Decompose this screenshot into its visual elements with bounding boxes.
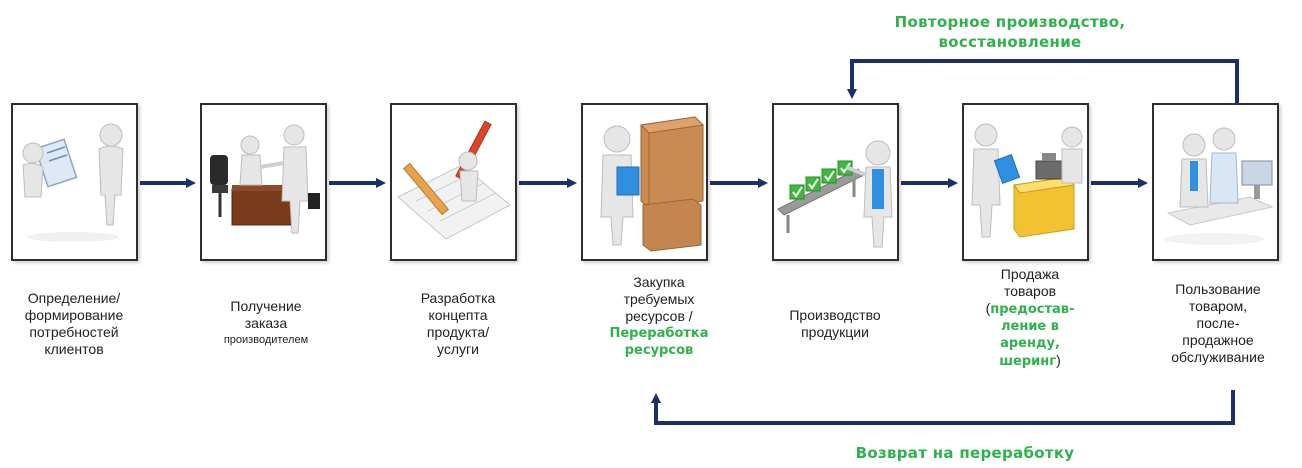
top-loop-arrow (847, 59, 1239, 103)
caption-line: продукции (801, 324, 869, 340)
caption-line-green: шеринг (999, 354, 1057, 369)
caption-line: после- (1196, 315, 1240, 331)
stage-5-caption: Производство продукции (750, 307, 920, 341)
caption-line-green: аренду, (1000, 336, 1060, 351)
people-at-computer-icon (1164, 127, 1274, 245)
person-with-clipboard-icon (22, 123, 124, 242)
caption-line: концепта (428, 307, 488, 323)
caption-line-green: ресурсов (624, 343, 694, 358)
caption-line: продажное (1182, 332, 1254, 348)
caption-line: обслуживание (1171, 349, 1265, 365)
caption-line: Определение/ (27, 290, 121, 306)
caption-line: ресурсов / (625, 308, 693, 324)
caption-line: заказа (244, 315, 288, 331)
person-with-boxes-icon (600, 116, 705, 252)
stage-3-caption: Разработка концепта продукта/ услуги (373, 290, 543, 358)
caption-line: товаром, (1188, 298, 1248, 314)
caption-line: Получение (230, 298, 302, 314)
stage-7-image (1152, 103, 1279, 261)
caption-line: продукта/ (426, 324, 490, 340)
stage-7-caption: Пользование товаром, после- продажное об… (1138, 281, 1298, 366)
caption-line-green: ление в (1001, 319, 1059, 334)
stage-6-image (962, 103, 1089, 261)
top-loop-label-line: Повторное производство, (894, 13, 1126, 31)
caption-line: услуги (437, 341, 479, 357)
caption-line: клиентов (44, 341, 104, 357)
caption-line: потребностей (29, 324, 119, 340)
bottom-loop-arrow (651, 390, 1235, 425)
stage-1-caption: Определение/ формирование потребностей к… (0, 290, 159, 358)
handshake-at-desk-icon (210, 124, 320, 234)
caption-paren: ) (1056, 352, 1061, 368)
caption-line: производителем (223, 334, 309, 346)
caption-line-green: Переработка (609, 326, 709, 341)
stage-4-image (581, 103, 708, 261)
stage-4-caption: Закупка требуемых ресурсов / Переработка… (574, 274, 744, 359)
stage-5-image (772, 103, 899, 261)
caption-line-mixed: шеринг) (960, 352, 1100, 370)
stage-6-caption: Продажа товаров (предостав- ление в арен… (960, 266, 1100, 370)
caption-line: Производство (789, 307, 881, 323)
top-loop-label-line: восстановление (938, 33, 1082, 51)
cashier-and-customer-icon (971, 123, 1083, 238)
caption-line: товаров (1003, 283, 1057, 299)
caption-line: Закупка (633, 274, 685, 290)
bottom-loop-label: Возврат на переработку (855, 444, 1075, 462)
caption-line: формирование (24, 307, 124, 323)
person-with-pencil-and-ruler-icon (397, 120, 511, 240)
caption-line: требуемых (623, 291, 695, 307)
caption-line: Продажа (1000, 266, 1060, 282)
top-loop-label: Повторное производство, восстановление (860, 12, 1160, 52)
stage-2-caption: Получение заказа производителем (181, 298, 351, 349)
caption-line-mixed: (предостав- (960, 300, 1100, 318)
conveyor-with-checkmarks-icon (777, 140, 893, 248)
caption-line-green: предостав- (990, 302, 1075, 317)
caption-paren: ( (985, 300, 991, 316)
caption-line: Пользование (1175, 281, 1261, 297)
stage-1-image (11, 103, 138, 261)
stage-2-image (200, 103, 327, 261)
stage-3-image (390, 103, 517, 261)
caption-line: Разработка (420, 290, 496, 306)
